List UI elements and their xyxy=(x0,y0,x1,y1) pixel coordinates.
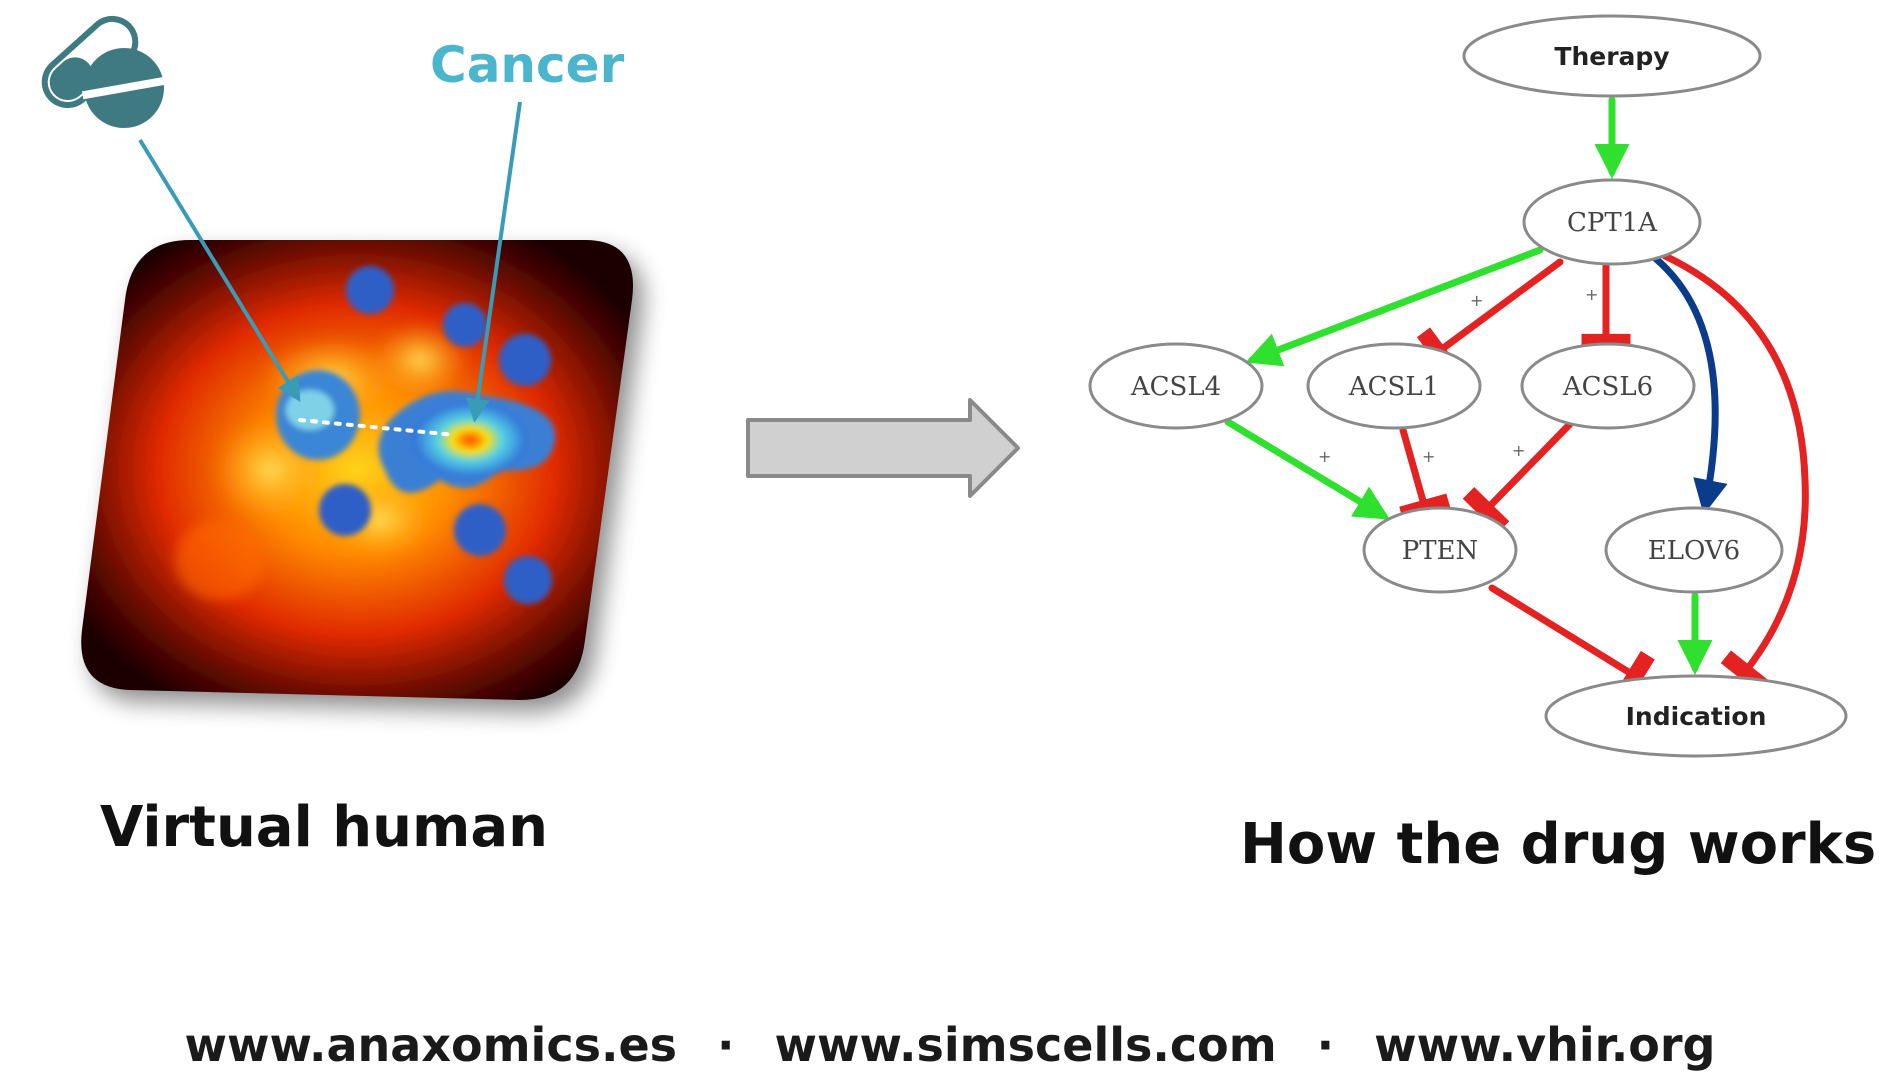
node-pten: PTEN xyxy=(1362,506,1518,594)
network-edges xyxy=(1224,96,1809,702)
drug-pointer-line xyxy=(138,138,301,403)
svg-text:+: + xyxy=(1470,291,1483,310)
footer-link-vhir[interactable]: www.vhir.org xyxy=(1374,1018,1716,1072)
virtual-human-caption: Virtual human xyxy=(100,795,549,860)
network-caption: How the drug works xyxy=(1240,812,1877,877)
node-cpt1a-label: CPT1A xyxy=(1567,208,1658,238)
node-elov6-label: ELOV6 xyxy=(1648,536,1740,566)
pill-capsule-icon xyxy=(41,15,139,109)
node-indication: Indication xyxy=(1544,674,1848,758)
edge-sign-markers: + + + + + xyxy=(1318,285,1598,466)
node-indication-label: Indication xyxy=(1626,702,1767,731)
body-heatmap-icon xyxy=(81,240,634,700)
node-acsl6-label: ACSL6 xyxy=(1562,372,1653,402)
node-pten-label: PTEN xyxy=(1402,536,1479,566)
cancer-label: Cancer xyxy=(430,36,625,94)
edge-acsl1-pten xyxy=(1399,426,1451,523)
svg-text:+: + xyxy=(1422,447,1435,466)
right-arrow-icon xyxy=(746,398,1020,498)
node-acsl6: ACSL6 xyxy=(1520,342,1696,430)
footer-separator: · xyxy=(1316,1018,1335,1072)
node-therapy-label: Therapy xyxy=(1554,42,1669,71)
edge-cpt1a-acsl1 xyxy=(1416,258,1564,377)
virtual-human-panel: Cancer xyxy=(41,15,634,700)
footer-link-simscells[interactable]: www.simscells.com xyxy=(774,1018,1277,1072)
svg-text:+: + xyxy=(1585,285,1598,304)
node-acsl4-label: ACSL4 xyxy=(1130,372,1221,402)
drug-mechanism-network: + + + + + Therapy CPT1A ACSL4 ACSL1 ACSL… xyxy=(1088,14,1848,758)
node-acsl1-label: ACSL1 xyxy=(1348,372,1439,402)
edge-pten-indication xyxy=(1488,584,1655,702)
edge-acsl4-pten xyxy=(1224,418,1390,520)
node-cpt1a: CPT1A xyxy=(1522,178,1702,266)
edge-acsl6-pten xyxy=(1462,420,1574,533)
edge-cpt1a-elov6 xyxy=(1651,254,1728,515)
node-acsl4: ACSL4 xyxy=(1088,342,1264,430)
edge-cpt1a-acsl4 xyxy=(1245,246,1544,367)
svg-text:+: + xyxy=(1318,447,1331,466)
svg-text:+: + xyxy=(1512,441,1525,460)
pill-tablet-icon xyxy=(81,48,167,128)
node-therapy: Therapy xyxy=(1462,14,1762,98)
edge-cpt1a-indication xyxy=(1661,252,1809,694)
node-acsl1: ACSL1 xyxy=(1306,342,1482,430)
footer-separator: · xyxy=(717,1018,735,1072)
cancer-pointer-line xyxy=(465,101,522,423)
footer-link-anaxomics[interactable]: www.anaxomics.es xyxy=(184,1018,678,1072)
footer-links: www.anaxomics.es · www.simscells.com · www.v… xyxy=(0,1018,1900,1072)
node-elov6: ELOV6 xyxy=(1604,506,1784,594)
